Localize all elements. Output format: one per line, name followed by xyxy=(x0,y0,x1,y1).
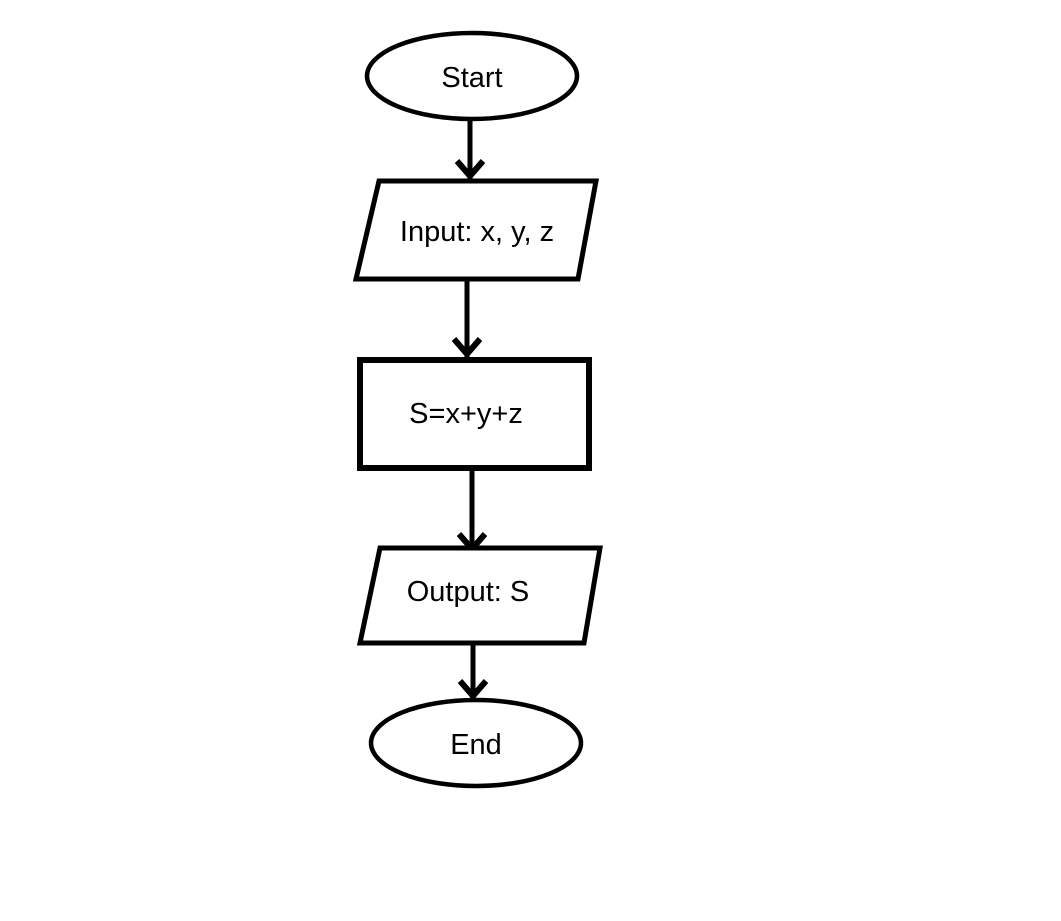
arrow-start-to-input xyxy=(454,118,486,181)
arrow-output-to-end xyxy=(457,644,489,701)
output-label: Output: S xyxy=(407,576,530,608)
arrowhead-icon xyxy=(451,337,483,359)
arrowhead-icon xyxy=(457,679,489,701)
node-output: Output: S xyxy=(356,545,603,646)
node-process: S=x+y+z xyxy=(357,357,592,471)
end-label: End xyxy=(450,729,502,761)
start-terminator-shape xyxy=(364,30,580,122)
arrow-process-to-output xyxy=(456,468,488,554)
node-input: Input: x, y, z xyxy=(352,178,600,282)
node-end: End xyxy=(368,697,584,789)
output-parallelogram-shape xyxy=(356,545,603,646)
input-parallelogram-shape xyxy=(352,178,600,282)
node-start: Start xyxy=(364,30,580,122)
arrow-input-to-process xyxy=(451,280,483,359)
input-label: Input: x, y, z xyxy=(400,216,554,248)
start-label: Start xyxy=(441,62,502,94)
process-rectangle-shape xyxy=(357,357,592,471)
arrowhead-icon xyxy=(454,159,486,181)
process-label: S=x+y+z xyxy=(409,398,523,430)
end-terminator-shape xyxy=(368,697,584,789)
